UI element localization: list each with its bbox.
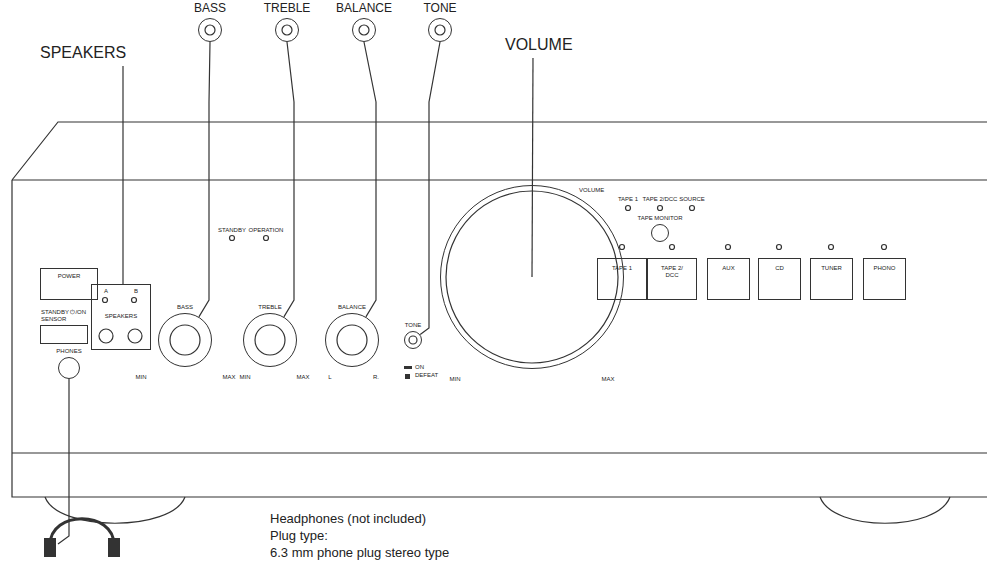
housing-top xyxy=(12,122,987,180)
panel-text: CD xyxy=(775,265,784,272)
panel-text: TAPE 2/ DCC xyxy=(656,265,688,279)
switch-symbol xyxy=(405,374,410,379)
switch-label: ON xyxy=(415,364,424,371)
leader-line xyxy=(532,58,533,277)
leader-line xyxy=(420,42,440,335)
panel-text: BALANCE xyxy=(336,2,392,16)
panel-text: TONE xyxy=(423,2,456,16)
knob-ring xyxy=(170,325,200,355)
panel-text: TAPE MONITOR xyxy=(637,215,682,222)
leader-line xyxy=(122,66,123,284)
input-button: PHONO xyxy=(863,258,906,300)
panel-text: PHONO xyxy=(873,265,895,272)
callout-icon: BALANCE xyxy=(352,18,376,42)
callout-ring xyxy=(435,25,445,35)
callout-ring xyxy=(205,25,215,35)
note-text: Plug type: xyxy=(270,529,328,544)
scale-label: MIN xyxy=(450,376,461,383)
leader-line xyxy=(284,42,294,317)
callout-ring xyxy=(359,25,369,35)
panel-text: BASS xyxy=(177,304,193,311)
indicator-label: TAPE 2/DCC xyxy=(643,196,678,203)
housing-edge xyxy=(12,179,987,180)
panel-text: A xyxy=(104,288,108,295)
scale-label: MIN xyxy=(136,374,147,381)
indicator-label: OPERATION xyxy=(249,227,284,234)
note-text: Headphones (not included) xyxy=(270,512,426,527)
scale-label: L xyxy=(328,374,331,381)
panel-text: TONE xyxy=(405,322,422,329)
scale-label: MAX xyxy=(222,374,235,381)
panel-text: TUNER xyxy=(821,265,842,272)
panel-text: TREBLE xyxy=(264,2,311,16)
tone-knob: TONE xyxy=(404,331,422,349)
panel-text: BASS xyxy=(194,2,226,16)
housing-trim xyxy=(12,452,987,453)
balance-knob: BALANCE xyxy=(325,313,379,367)
panel-text: SPEAKERS xyxy=(105,313,137,320)
callout-icon: TREBLE xyxy=(275,18,299,42)
leader-line xyxy=(199,42,210,317)
foot xyxy=(820,497,950,523)
headphone-band xyxy=(50,519,114,545)
scale-label: MAX xyxy=(601,376,614,383)
input-button: TUNER xyxy=(810,258,853,300)
speaker-button xyxy=(128,329,142,343)
panel-text: BALANCE xyxy=(338,304,366,311)
panel-text: TREBLE xyxy=(258,304,281,311)
power-button: POWER xyxy=(40,268,98,300)
indicator-label: SOURCE xyxy=(679,196,705,203)
treble-knob: TREBLE xyxy=(243,313,297,367)
panel-text: POWER xyxy=(58,273,81,280)
panel-text: TAPE 1 xyxy=(612,265,632,272)
scale-label: MAX xyxy=(296,374,309,381)
input-button: TAPE 1 xyxy=(597,258,647,300)
speaker-button xyxy=(99,329,113,343)
scale-label: MIN xyxy=(240,374,251,381)
indicator-leds xyxy=(103,206,887,303)
knob-ring xyxy=(337,325,367,355)
foot xyxy=(45,497,185,523)
note-text: 6.3 mm phone plug stereo type xyxy=(270,546,449,561)
input-button: CD xyxy=(758,258,801,300)
callout-icon: TONE xyxy=(428,18,452,42)
switch-label: DEFEAT xyxy=(415,372,438,379)
speaker-selector: A B SPEAKERS xyxy=(91,284,151,350)
sensor-window: STANDBY ⏻/ON SENSOR xyxy=(40,325,88,344)
indicator-label: STANDBY xyxy=(218,227,246,234)
panel-text: VOLUME xyxy=(579,187,604,194)
headphone-cup xyxy=(108,538,120,557)
panel-text: STANDBY ⏻/ON SENSOR xyxy=(41,309,95,323)
scale-label: R. xyxy=(373,374,379,381)
callout-icon: BASS xyxy=(198,18,222,42)
bass-knob: BASS xyxy=(158,313,212,367)
phones-jack: PHONES xyxy=(58,357,80,379)
callout-label: SPEAKERS xyxy=(40,44,126,62)
panel-text: B xyxy=(134,288,138,295)
callout-label: VOLUME xyxy=(505,36,573,54)
panel-text: PHONES xyxy=(56,348,81,355)
input-button: TAPE 2/ DCC xyxy=(647,258,697,300)
switch-symbol xyxy=(404,366,412,369)
knob-ring xyxy=(409,336,417,344)
tape-monitor-knob: TAPE MONITOR xyxy=(651,224,669,242)
panel-text: AUX xyxy=(722,265,734,272)
headphone-cup xyxy=(44,538,56,557)
indicator-label: TAPE 1 xyxy=(618,196,638,203)
knob-ring xyxy=(255,325,285,355)
housing-front xyxy=(12,180,987,497)
headphone-cable xyxy=(58,379,69,544)
callout-ring xyxy=(282,25,292,35)
leader-line xyxy=(364,42,376,317)
input-button: AUX xyxy=(707,258,750,300)
